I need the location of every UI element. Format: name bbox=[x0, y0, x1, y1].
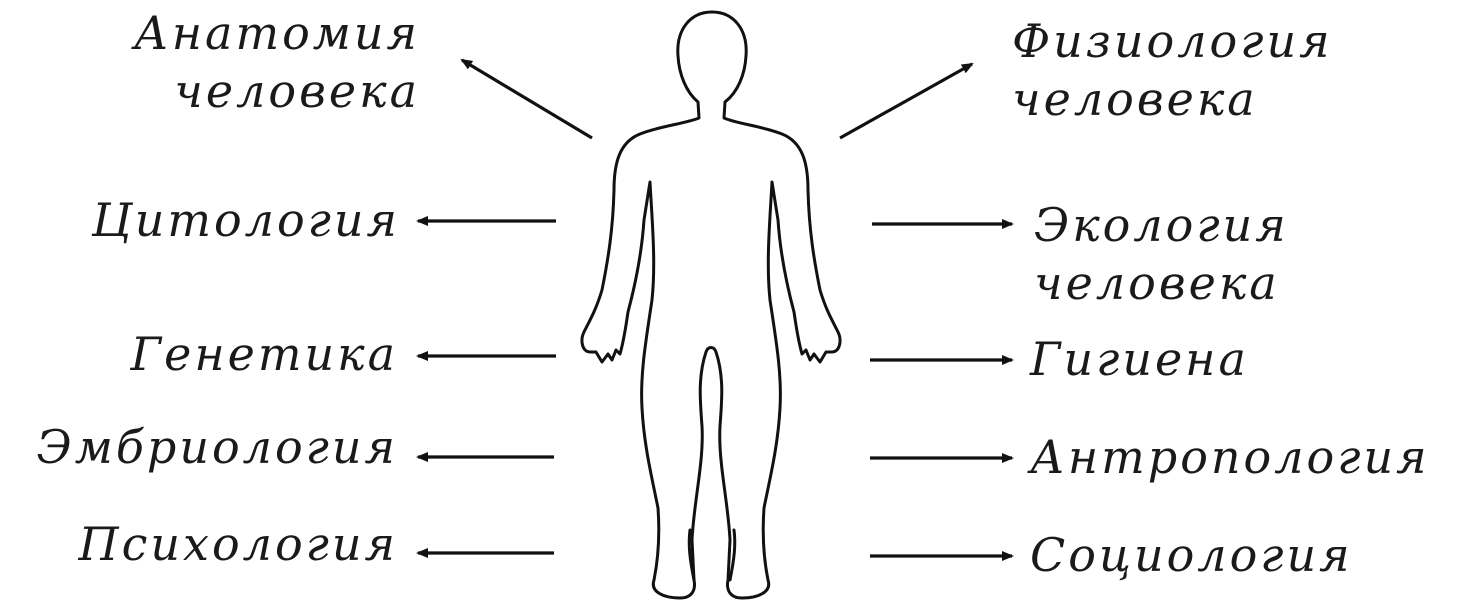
label-psychology: Психология bbox=[79, 515, 398, 573]
left-arrows bbox=[418, 60, 592, 553]
label-cytology: Цитология bbox=[92, 191, 400, 249]
label-ecology: Экология человека bbox=[1034, 196, 1289, 312]
human-body-figure bbox=[582, 12, 840, 598]
label-hygiene: Гигиена bbox=[1030, 330, 1249, 388]
label-physiology: Физиология человека bbox=[1012, 12, 1333, 128]
label-anatomy: Анатомия человека bbox=[134, 4, 420, 120]
label-sociology: Социология bbox=[1030, 526, 1353, 584]
arrow-to-anatomy bbox=[462, 60, 592, 138]
body-silhouette bbox=[582, 12, 840, 598]
label-genetics: Генетика bbox=[131, 325, 398, 383]
label-embryology: Эмбриология bbox=[37, 418, 399, 476]
label-anthropology: Антропология bbox=[1030, 428, 1430, 486]
arrow-to-physiology bbox=[840, 64, 972, 138]
right-arrows bbox=[840, 64, 1012, 556]
